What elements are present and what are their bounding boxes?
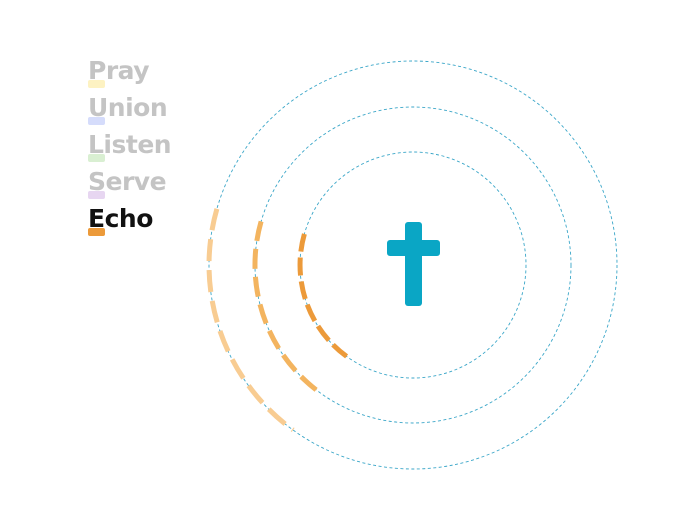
menu-item-label: Union [88, 93, 168, 122]
listen-swatch [88, 154, 105, 162]
union-swatch [88, 117, 105, 125]
menu-item-union[interactable]: Union [88, 91, 171, 128]
menu-item-label: Echo [88, 204, 153, 233]
outer-echo-arc [206, 208, 295, 433]
topic-menu: Pray Union Listen Serve Echo [88, 54, 172, 239]
menu-item-label: Listen [88, 130, 172, 159]
menu-item-pray[interactable]: Pray [88, 54, 171, 91]
menu-item-serve[interactable]: Serve [88, 165, 171, 202]
menu-item-echo[interactable]: Echo [88, 202, 171, 239]
menu-item-label: Pray [88, 56, 150, 85]
serve-swatch [88, 191, 105, 199]
menu-item-label: Serve [88, 167, 167, 196]
cross-icon [387, 222, 440, 306]
inner-echo-arc [297, 233, 349, 359]
menu-item-listen[interactable]: Listen [88, 128, 172, 165]
pray-swatch [88, 80, 105, 88]
echo-swatch [88, 228, 105, 236]
middle-echo-arc [252, 220, 322, 395]
outer-ring [208, 60, 618, 470]
